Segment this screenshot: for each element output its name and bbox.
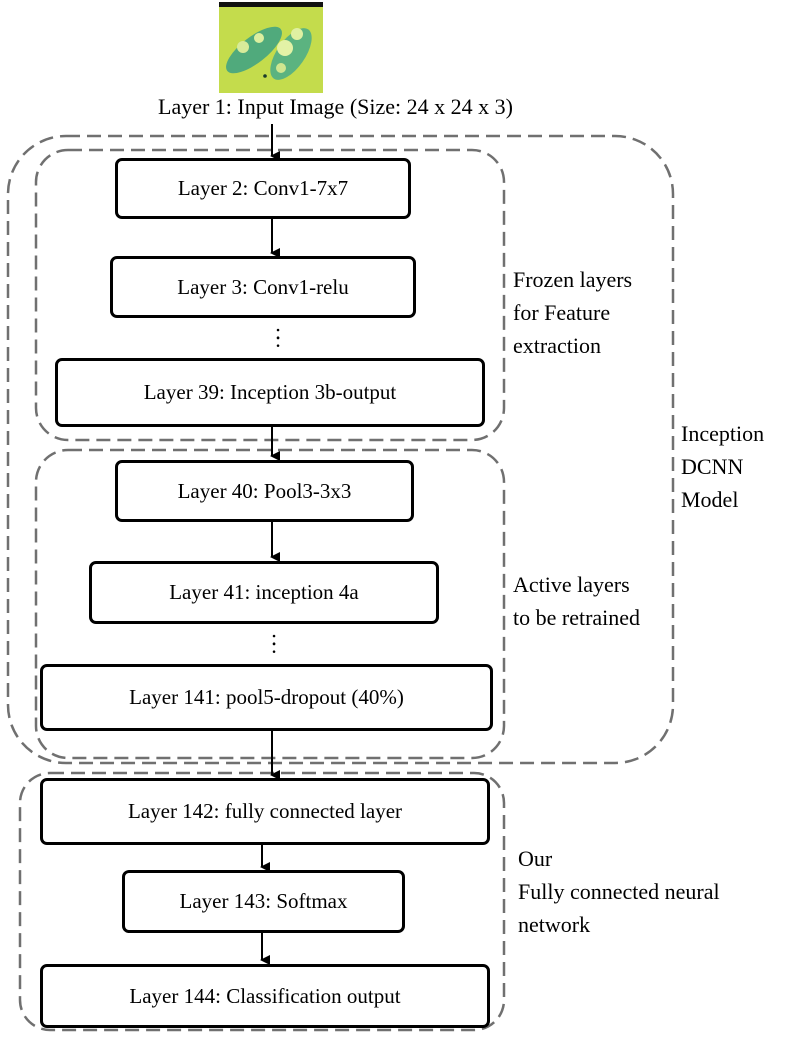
- active-layers-group-outline: [34, 448, 506, 760]
- frozen-ellipsis: ::: [274, 319, 282, 352]
- cell-micrograph-icon: [219, 2, 323, 93]
- input-layer-label: Layer 1: Input Image (Size: 24 x 24 x 3): [158, 94, 513, 119]
- layer-40-box: Layer 40: Pool3-3x3: [115, 460, 414, 522]
- layer-144-box: Layer 144: Classification output: [40, 964, 490, 1028]
- layer-143-box: Layer 143: Softmax: [122, 870, 405, 933]
- layer-39-box: Layer 39: Inception 3b-output: [55, 358, 485, 427]
- layer-41-box: Layer 41: inception 4a: [89, 561, 439, 624]
- fully-connected-network-label: Our Fully connected neural network: [518, 846, 720, 937]
- layer-3-box: Layer 3: Conv1-relu: [110, 256, 416, 318]
- layer-2-box: Layer 2: Conv1-7x7: [115, 158, 411, 219]
- inception-model-group-outline: [6, 134, 675, 765]
- fully-connected-group-outline: [18, 771, 506, 1032]
- inception-model-label: Inception DCNN Model: [681, 421, 765, 512]
- frozen-layers-label: Frozen layers for Feature extraction: [513, 267, 633, 358]
- layer-141-box: Layer 141: pool5-dropout (40%): [40, 664, 493, 731]
- active-ellipsis: ::: [270, 625, 278, 658]
- active-layers-label: Active layers to be retrained: [513, 572, 641, 630]
- input-image: [219, 2, 323, 93]
- frozen-layers-group-outline: [34, 148, 506, 442]
- layer-142-box: Layer 142: fully connected layer: [40, 778, 490, 845]
